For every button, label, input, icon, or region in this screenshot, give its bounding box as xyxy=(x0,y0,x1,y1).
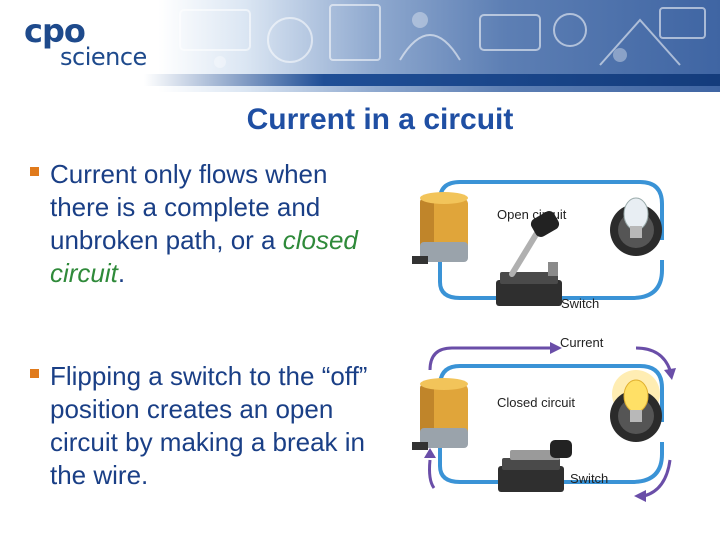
bullet-text-end: . xyxy=(118,258,125,288)
closed-circuit-label: Closed circuit xyxy=(497,395,575,411)
closed-circuit-illustration xyxy=(400,330,700,530)
battery-icon xyxy=(412,192,468,264)
wire xyxy=(440,260,498,298)
open-circuit-label: Open circuit xyxy=(497,207,566,223)
bulb-icon xyxy=(610,370,662,442)
open-circuit-illustration xyxy=(400,170,700,330)
bullet-text: Flipping a switch to the “off” position … xyxy=(50,360,380,492)
current-label: Current xyxy=(560,335,603,351)
switch-label: Switch xyxy=(570,471,608,487)
current-arrow-icon xyxy=(664,368,676,380)
current-arrow-icon xyxy=(634,490,646,502)
current-arrow-icon xyxy=(430,460,435,488)
wire xyxy=(560,260,662,298)
cpo-science-logo: cpo science xyxy=(24,14,164,72)
switch-icon xyxy=(498,440,572,492)
bullet-marker-icon xyxy=(30,369,39,378)
bullet-marker-icon xyxy=(30,167,39,176)
battery-icon xyxy=(412,378,468,450)
open-circuit-diagram: Open circuit Switch xyxy=(400,170,700,330)
banner-stripe xyxy=(0,74,720,86)
closed-circuit-diagram: Current Closed circuit Switch xyxy=(400,330,700,530)
logo-sub: science xyxy=(60,44,147,70)
bullet-text: Current only flows when there is a compl… xyxy=(50,158,380,290)
header-banner: cpo science xyxy=(0,0,720,92)
slide-title: Current in a circuit xyxy=(180,100,580,140)
switch-label: Switch xyxy=(561,296,599,312)
banner-collage-image xyxy=(160,0,720,80)
bulb-icon xyxy=(610,198,662,256)
switch-icon xyxy=(496,209,562,306)
